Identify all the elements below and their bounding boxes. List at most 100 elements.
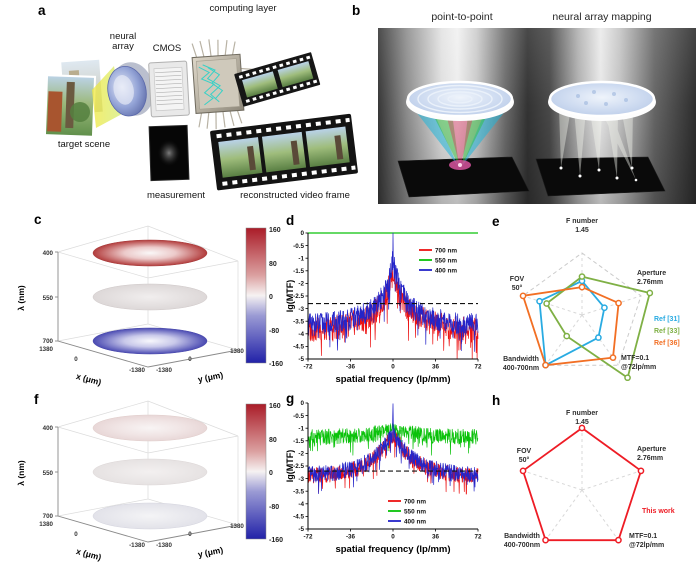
target-scene-caption: target scene — [57, 139, 111, 150]
cmos-sensor — [148, 60, 190, 118]
panel-f-label: f — [34, 392, 39, 407]
y-tick-n1380: -1380 — [156, 542, 172, 549]
x-tick-label: -36 — [346, 364, 356, 371]
film-strip-upper — [234, 52, 321, 107]
x-axis-title: x (μm) — [75, 546, 102, 562]
radar-area: F number1.45Aperture2.76mmMTF=0.1@72lp/m… — [503, 218, 666, 382]
z-tick-400: 400 — [43, 250, 54, 257]
y-tick-label: -1 — [298, 255, 304, 262]
panel-e-label: e — [492, 214, 500, 229]
x-axis-title: spatial frequency (lp/mm) — [335, 544, 450, 555]
legend-label: 550 nm — [435, 257, 457, 264]
radar-area: F number1.45Aperture2.76mmMTF=0.1@72lp/m… — [504, 410, 666, 549]
y-tick-label: -3.5 — [293, 488, 304, 495]
legend-label: 700 nm — [404, 498, 426, 505]
radar-marker — [615, 536, 622, 544]
y-tick-label: -2 — [298, 451, 304, 458]
radar-series-Ref-33- — [545, 275, 651, 379]
panel-h-radar-chart: F number1.45Aperture2.76mmMTF=0.1@72lp/m… — [504, 410, 675, 549]
phase-layer-400nm — [92, 414, 208, 442]
measurement-image — [148, 124, 190, 182]
colorbar — [245, 403, 267, 540]
y-tick-label: -4.5 — [293, 514, 304, 521]
computing-layer-caption: computing layer — [209, 3, 277, 14]
radar-axis-label: Bandwidth — [504, 533, 540, 540]
y-tick-label: -3 — [298, 476, 304, 483]
radar-spoke — [581, 489, 619, 541]
cbar-tick: -160 — [269, 361, 283, 368]
series-400-nm — [307, 403, 479, 495]
neural-array-mapping-cones — [559, 108, 636, 180]
radar-axis-label: Aperture — [637, 446, 666, 453]
cbar-tick: 80 — [269, 437, 277, 444]
legend-label: 400 nm — [404, 518, 426, 525]
axes-3d — [55, 426, 239, 543]
radar-axis-label: 2.76mm — [637, 279, 663, 286]
cmos-caption: CMOS — [152, 43, 182, 54]
radar-axis-label: FOV — [517, 448, 532, 455]
x-tick-label: -36 — [346, 534, 356, 541]
radar-spoke — [545, 314, 583, 366]
y-tick-label: -0.5 — [293, 243, 304, 250]
film-frame — [277, 61, 314, 88]
cbar-tick: 80 — [269, 261, 277, 268]
cbar-tick: -80 — [269, 328, 279, 335]
radar-axis-label: 400-700nm — [504, 542, 540, 549]
y-tick-label: -3.5 — [293, 318, 304, 325]
film-frame — [242, 71, 278, 98]
radar-marker — [519, 467, 527, 475]
y-tick-label: -3 — [298, 306, 304, 313]
neural-network-traces — [198, 64, 224, 106]
phase-layer-550nm — [92, 283, 208, 311]
panel-h-label: h — [492, 393, 501, 408]
radar-axis-label: F number — [566, 218, 598, 225]
panel-b-illustration — [378, 28, 696, 204]
radar-axis-label: MTF=0.1 — [629, 533, 657, 540]
z-tick-550: 550 — [43, 470, 54, 477]
wireframe — [57, 400, 239, 526]
radar-spoke — [581, 470, 642, 491]
panel-c-3d-phase-plot: 400 550 700 1380 0 -1380 -1380 0 1380 x … — [16, 225, 283, 387]
radar-axis-label: 50° — [512, 284, 523, 292]
y-tick-label: 0 — [300, 400, 304, 407]
x-tick-label: 0 — [391, 364, 395, 371]
radar-spoke — [581, 295, 642, 316]
radar-marker — [578, 273, 586, 280]
radar-marker — [646, 289, 654, 297]
radar-marker — [542, 361, 549, 369]
cbar-tick: 160 — [269, 403, 281, 410]
radar-marker — [519, 292, 527, 300]
radar-axis-label: 400-700nm — [503, 365, 539, 372]
radar-marker — [615, 299, 622, 307]
radar-series-Ref-31- — [538, 280, 606, 367]
radar-marker — [536, 297, 543, 305]
y-axis-title: y (μm) — [197, 370, 224, 385]
x-axis-title: spatial frequency (lp/mm) — [335, 374, 450, 385]
radar-marker — [578, 283, 586, 291]
radar-axis-label: 1.45 — [575, 419, 589, 426]
x-tick-n1380: -1380 — [129, 542, 145, 549]
axes-3d — [55, 251, 239, 368]
film-strip-front — [210, 113, 358, 191]
y-axis-title: lg(MTF) — [285, 450, 295, 482]
radar-series-This-work — [522, 427, 642, 542]
legend: Ref [31]Ref [33]Ref [36] — [654, 316, 680, 347]
radar-axis-label: 1.45 — [575, 227, 589, 234]
neural-array-lens — [107, 62, 154, 117]
y-tick-label: -2 — [298, 281, 304, 288]
y-tick-label: -4.5 — [293, 344, 304, 351]
x-tick-1380: 1380 — [39, 521, 53, 528]
cbar-tick: 0 — [269, 294, 273, 301]
panel-d-label: d — [286, 213, 295, 228]
axes — [307, 233, 478, 360]
series-700-nm — [307, 263, 479, 360]
axes — [307, 403, 478, 530]
radar-axis-label: 2.76mm — [637, 455, 663, 462]
legend-label: 550 nm — [404, 508, 426, 515]
y-tick-label: -2.5 — [293, 293, 304, 300]
y-tick-1380: 1380 — [230, 523, 244, 530]
